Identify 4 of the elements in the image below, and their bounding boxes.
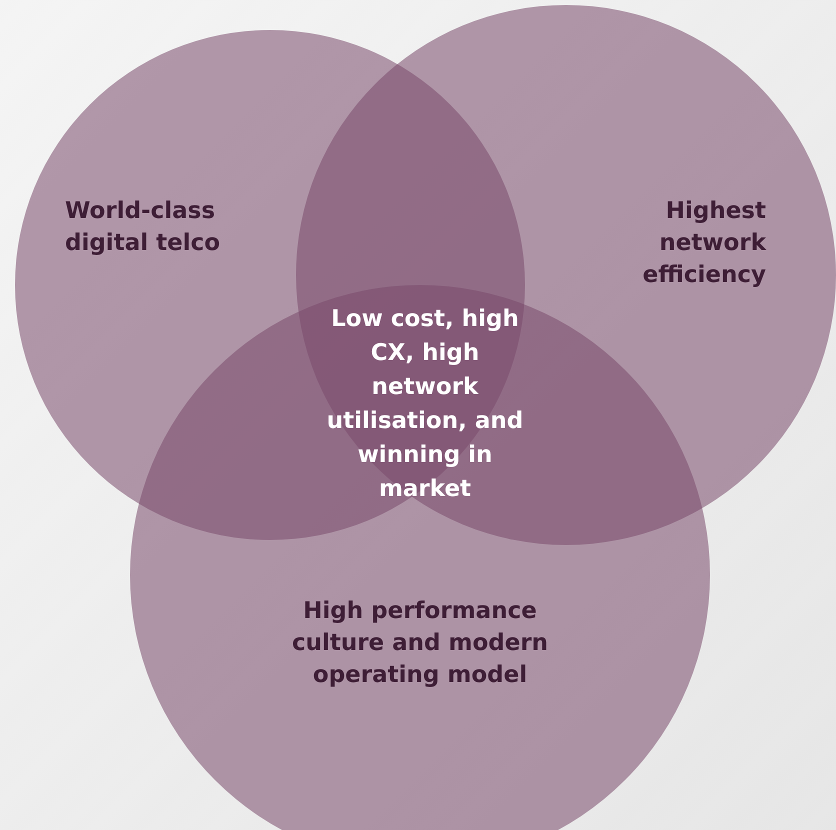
circle-label: High performance culture and modern operating model — [290, 597, 550, 690]
overlap-label: Low cost, high CX, high network utilisation, and winning in market — [315, 302, 535, 506]
circle-label: World-class digital telco — [65, 197, 222, 258]
circle-label: Highest network efficiency — [642, 197, 766, 290]
